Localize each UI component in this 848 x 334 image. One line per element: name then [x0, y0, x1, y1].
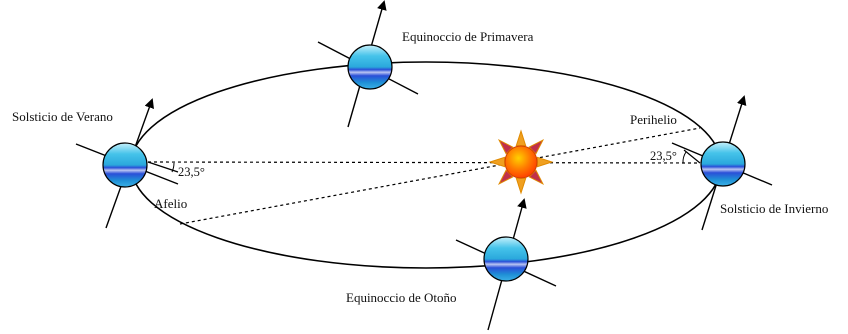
label-autumn-equinox: Equinoccio de Otoño	[346, 290, 456, 305]
sun-ray	[515, 177, 527, 195]
label-tilt-right: 23,5°	[650, 149, 677, 163]
tilt-arc-left	[171, 162, 175, 173]
earth-winter-solstice	[671, 95, 773, 231]
label-summer-solstice: Solsticio de Verano	[12, 109, 113, 124]
sun-ray	[536, 156, 554, 168]
sun-icon	[488, 129, 554, 195]
apsides-line	[179, 127, 701, 225]
earth-icon	[700, 141, 746, 187]
label-winter-solstice: Solsticio de Invierno	[720, 201, 828, 216]
earth-icon	[347, 44, 393, 90]
sun-ray	[488, 156, 506, 168]
tilt-arc-right	[682, 151, 687, 164]
earth-spring-equinox	[317, 0, 419, 128]
label-spring-equinox: Equinoccio de Primavera	[402, 29, 534, 44]
tilt-line-right	[683, 149, 701, 164]
solstice-line	[147, 161, 701, 164]
label-aphelion: Afelio	[154, 196, 187, 211]
sun-ray	[515, 129, 527, 147]
earth-icon	[483, 236, 529, 282]
label-perihelion: Perihelio	[630, 112, 677, 127]
earth-icon	[102, 142, 148, 188]
orbit-ellipse	[130, 61, 722, 269]
earth-summer-solstice	[75, 98, 179, 229]
earth-autumn-equinox	[455, 198, 557, 331]
label-tilt-left: 23,5°	[178, 165, 205, 179]
